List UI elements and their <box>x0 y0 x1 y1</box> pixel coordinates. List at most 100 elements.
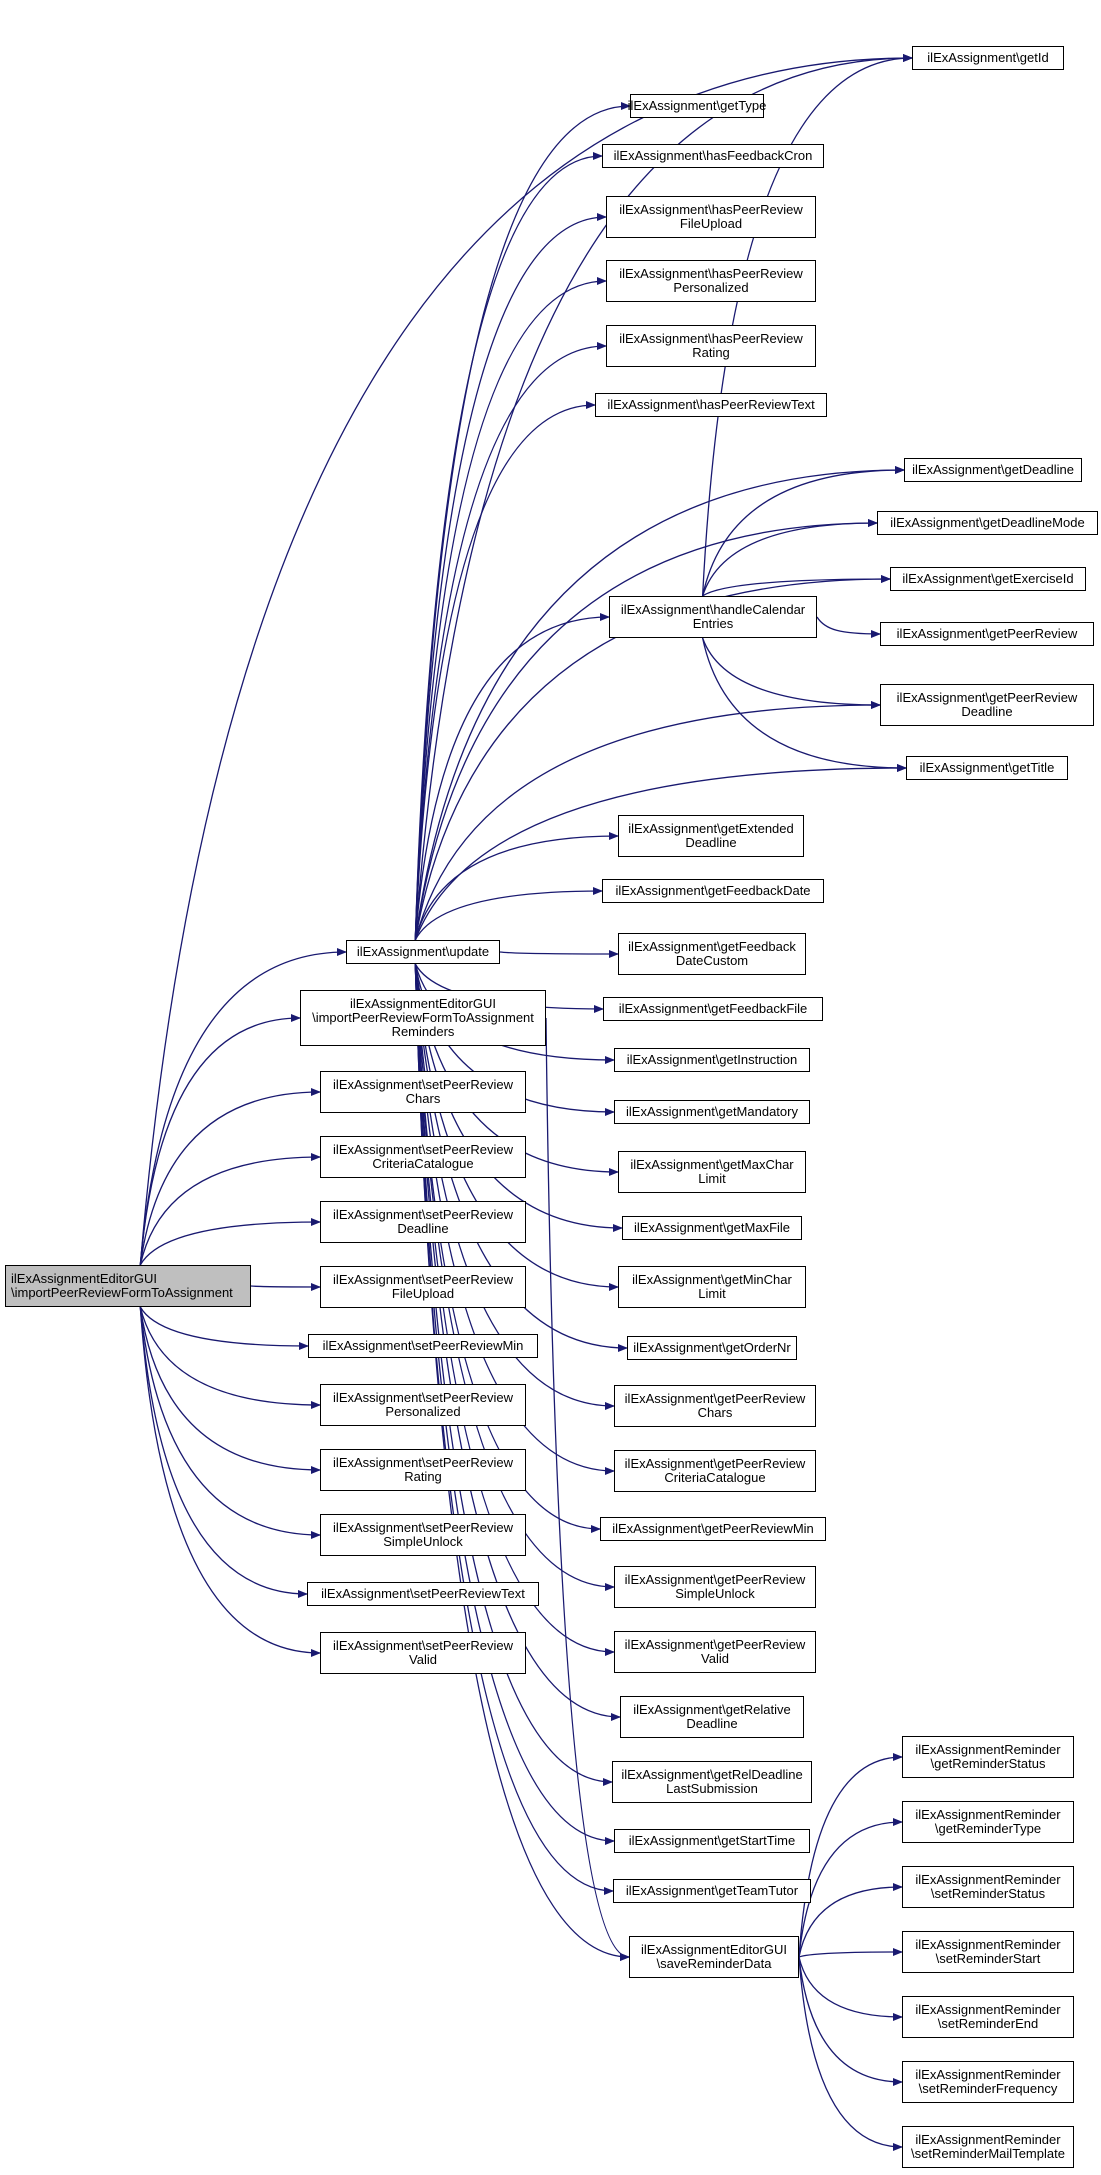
node-label-line: ilExAssignment\handleCalendar <box>620 602 806 617</box>
node-get-deadline[interactable]: ilExAssignment\getDeadline <box>904 458 1082 482</box>
node-label-line: ilExAssignment\getExerciseId <box>902 571 1074 586</box>
edge-update-to-getId <box>414 54 913 941</box>
edge-update-to-getFeedbackDateCustom <box>499 949 619 958</box>
node-label-line: Valid <box>409 1652 437 1667</box>
node-label-line: ilExAssignment\getMaxChar <box>630 1157 794 1172</box>
node-set-reminder-end[interactable]: ilExAssignmentReminder\setReminderEnd <box>902 1996 1074 2038</box>
node-get-start-time[interactable]: ilExAssignment\getStartTime <box>614 1829 810 1853</box>
node-label-line: ilExAssignment\getExtended <box>628 821 794 836</box>
node-get-reminder-type[interactable]: ilExAssignmentReminder\getReminderType <box>902 1801 1074 1843</box>
node-label-line: Rating <box>404 1469 442 1484</box>
node-label-line: Limit <box>698 1171 726 1186</box>
node-get-instruction[interactable]: ilExAssignment\getInstruction <box>614 1048 810 1072</box>
edge-update-to-hasPRPersonalized <box>414 277 607 941</box>
node-label-line: ilExAssignment\getInstruction <box>626 1052 798 1067</box>
node-get-title[interactable]: ilExAssignment\getTitle <box>906 756 1068 780</box>
node-label-line: ilExAssignment\getTitle <box>919 760 1055 775</box>
edge-update-to-saveReminderData <box>414 963 630 1961</box>
node-has-prtext[interactable]: ilExAssignment\hasPeerReviewText <box>595 393 827 417</box>
node-get-peer-review[interactable]: ilExAssignment\getPeerReview <box>880 622 1094 646</box>
node-get-feedback-file[interactable]: ilExAssignment\getFeedbackFile <box>603 997 823 1021</box>
node-label-line: ilExAssignment\getId <box>927 50 1049 65</box>
node-has-feedback-cron[interactable]: ilExAssignment\hasFeedbackCron <box>602 144 824 168</box>
node-update[interactable]: ilExAssignment\update <box>346 940 500 964</box>
edge-saveReminderData-to-setReminderEnd <box>798 1956 903 2021</box>
node-set-reminder-start[interactable]: ilExAssignmentReminder\setReminderStart <box>902 1931 1074 1973</box>
node-import-reminders[interactable]: ilExAssignmentEditorGUI\importPeerReview… <box>300 990 546 1046</box>
node-get-exercise-id[interactable]: ilExAssignment\getExerciseId <box>890 567 1086 591</box>
node-get-deadline-mode[interactable]: ilExAssignment\getDeadlineMode <box>877 511 1098 535</box>
edge-update-to-getPRMin <box>414 963 601 1533</box>
node-root[interactable]: ilExAssignmentEditorGUI\importPeerReview… <box>5 1265 251 1307</box>
node-label-line: ilExAssignment\setPeerReview <box>333 1520 513 1535</box>
node-set-prmin[interactable]: ilExAssignment\setPeerReviewMin <box>308 1334 538 1358</box>
node-label-line: ilExAssignment\getPeerReview <box>624 1391 806 1406</box>
edge-saveReminderData-to-getReminderStatus <box>798 1753 903 1958</box>
node-get-id[interactable]: ilExAssignment\getId <box>912 46 1064 70</box>
node-label-line: ilExAssignment\getOrderNr <box>633 1340 791 1355</box>
node-set-reminder-status[interactable]: ilExAssignmentReminder\setReminderStatus <box>902 1866 1074 1908</box>
edge-update-to-hasPRRating <box>414 342 607 941</box>
node-get-prmin[interactable]: ilExAssignment\getPeerReviewMin <box>600 1517 826 1541</box>
node-set-reminder-frequency[interactable]: ilExAssignmentReminder\setReminderFreque… <box>902 2061 1074 2103</box>
node-label-line: ilExAssignment\getMaxFile <box>633 1220 791 1235</box>
node-label-line: ilExAssignment\hasPeerReviewText <box>607 397 815 412</box>
node-get-order-nr[interactable]: ilExAssignment\getOrderNr <box>627 1336 797 1360</box>
node-get-reminder-status[interactable]: ilExAssignmentReminder\getReminderStatus <box>902 1736 1074 1778</box>
edge-handleCalendar-to-getPRDeadline <box>701 637 881 709</box>
node-get-mandatory[interactable]: ilExAssignment\getMandatory <box>614 1100 810 1124</box>
node-label-line: Entries <box>692 616 734 631</box>
node-label-line: \getReminderType <box>934 1821 1042 1836</box>
node-label-line: \setReminderMailTemplate <box>911 2146 1065 2161</box>
node-label-line: ilExAssignment\getType <box>627 98 767 113</box>
node-label-line: ilExAssignmentEditorGUI <box>641 1942 787 1957</box>
node-label-line: ilExAssignment\getMandatory <box>626 1104 798 1119</box>
node-set-prtext[interactable]: ilExAssignment\setPeerReviewText <box>307 1582 539 1606</box>
edge-root-to-setPRText <box>139 1306 308 1598</box>
node-label-line: ilExAssignment\getPeerReview <box>624 1637 806 1652</box>
node-get-type[interactable]: ilExAssignment\getType <box>627 94 767 118</box>
node-get-max-file[interactable]: ilExAssignment\getMaxFile <box>622 1216 802 1240</box>
edge-saveReminderData-to-setReminderMailTemplate <box>798 1956 903 2151</box>
node-set-reminder-mail-template[interactable]: ilExAssignmentReminder\setReminderMailTe… <box>902 2126 1074 2168</box>
node-label-line: ilExAssignment\getRelDeadline <box>621 1767 803 1782</box>
node-label-line: ilExAssignmentReminder <box>915 1742 1061 1757</box>
node-save-reminder-data[interactable]: ilExAssignmentEditorGUI\saveReminderData <box>629 1936 799 1978</box>
node-label-line: \setReminderFrequency <box>918 2081 1058 2096</box>
node-get-team-tutor[interactable]: ilExAssignment\getTeamTutor <box>613 1879 811 1903</box>
node-label-line: ilExAssignment\setPeerReviewText <box>321 1586 525 1601</box>
node-label-line: Deadline <box>961 704 1013 719</box>
edge-update-to-getDeadlineMode <box>414 519 878 941</box>
node-label-line: ilExAssignment\setPeerReview <box>333 1207 513 1222</box>
edge-update-to-getExtendedDeadline <box>414 832 619 941</box>
node-get-feedback-date[interactable]: ilExAssignment\getFeedbackDate <box>602 879 824 903</box>
node-label-line: ilExAssignment\getPeerReview <box>624 1456 806 1471</box>
node-label-line: ilExAssignment\hasFeedbackCron <box>613 148 813 163</box>
node-label-line: ilExAssignment\getDeadline <box>912 462 1074 477</box>
node-label-line: \setReminderStart <box>935 1951 1041 1966</box>
node-label-line: Deadline <box>686 1716 738 1731</box>
